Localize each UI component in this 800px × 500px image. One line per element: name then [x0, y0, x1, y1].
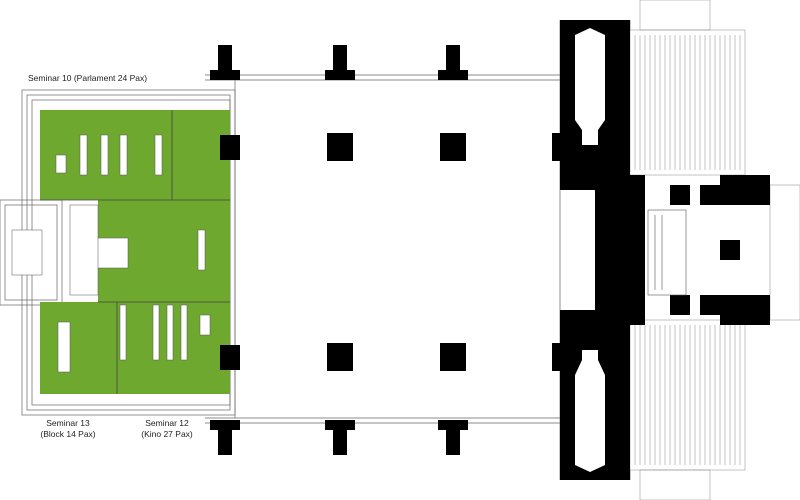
hatched-roof	[629, 0, 800, 500]
room-dividers	[40, 110, 230, 394]
room-seminar-12	[117, 302, 230, 394]
room-name: Seminar 10	[28, 73, 72, 83]
rooms	[40, 110, 230, 394]
room-label-seminar-10: Seminar 10 (Parlament 24 Pax)	[28, 73, 147, 84]
room-capacity: (Block 14 Pax)	[40, 429, 96, 439]
furniture	[11, 134, 211, 373]
room-name: Seminar 13	[46, 418, 90, 428]
room-name: Seminar 12	[145, 418, 189, 428]
room-label-seminar-13: Seminar 13 (Block 14 Pax)	[38, 418, 98, 440]
room-seminar-10	[40, 110, 230, 200]
room-seminar-13	[40, 302, 117, 394]
room-capacity: (Parlament 24 Pax)	[73, 73, 148, 83]
room-label-seminar-12: Seminar 12 (Kino 27 Pax)	[132, 418, 202, 440]
pillars	[210, 20, 770, 480]
staircase	[647, 209, 687, 296]
room-capacity: (Kino 27 Pax)	[141, 429, 193, 439]
